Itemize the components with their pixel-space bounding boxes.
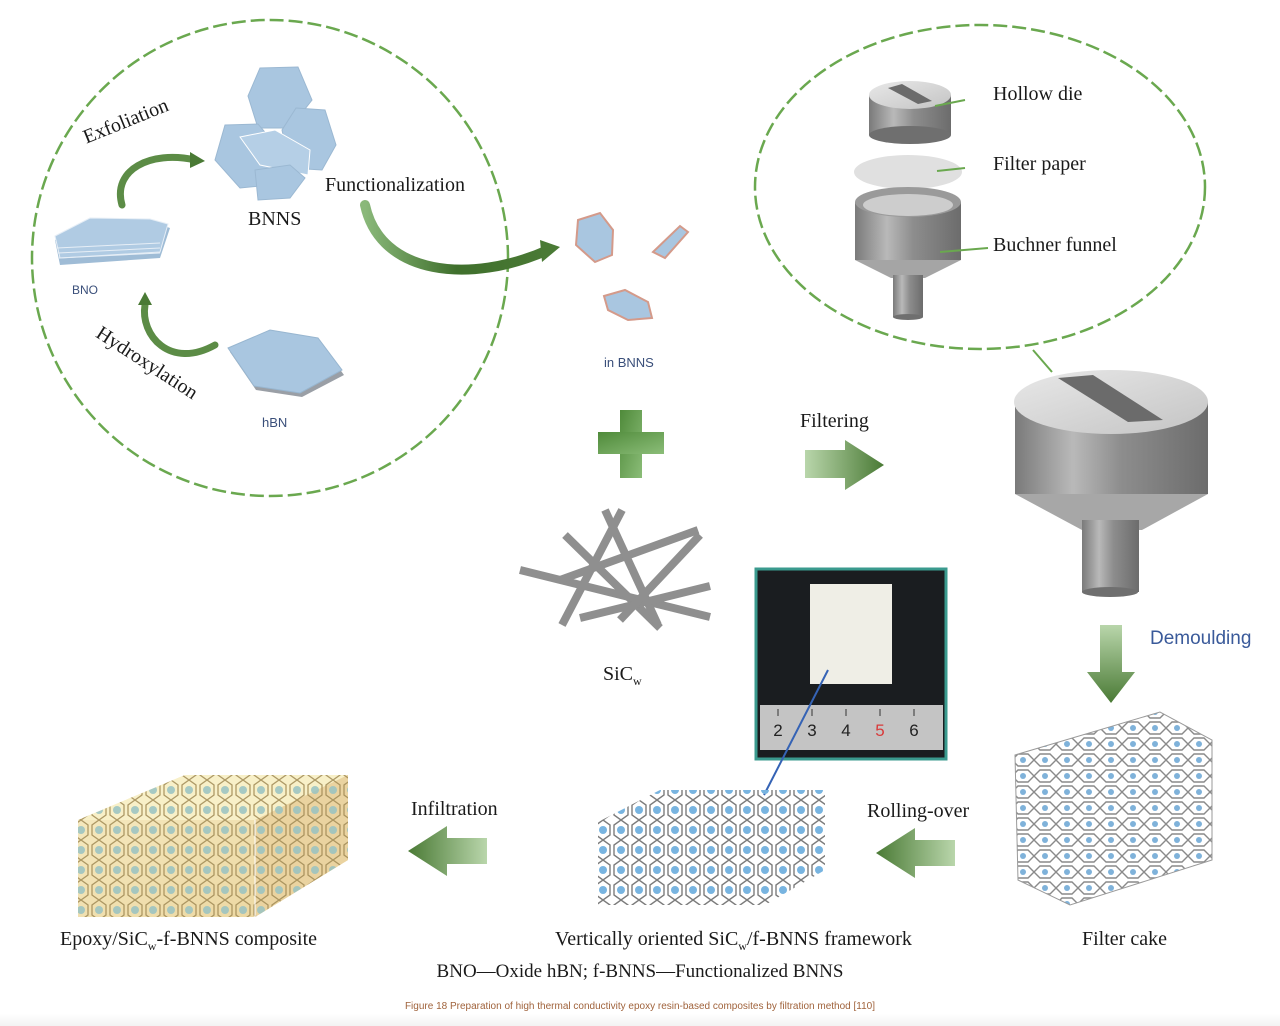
demoulding-label: Demoulding: [1150, 628, 1252, 649]
hollow-die-label: Hollow die: [993, 83, 1083, 105]
filter-cake-label: Filter cake: [1082, 928, 1167, 950]
sic-whisker-label: SiCw: [603, 663, 642, 689]
photo-pointer-line: [763, 669, 829, 796]
infiltration-label: Infiltration: [411, 798, 498, 820]
filtering-label: Filtering: [800, 410, 869, 432]
sic-label-sub: w: [633, 674, 642, 688]
functionalization-label: Functionalization: [325, 174, 465, 196]
hbn-sheet-icon: [227, 329, 344, 397]
ruler-tick-label: 4: [841, 721, 850, 740]
f-bnns-sheets-icon: [574, 211, 690, 322]
sic-whiskers-icon: [519, 508, 711, 631]
connector-line: [1032, 349, 1053, 373]
buchner-funnel-label: Buchner funnel: [993, 234, 1117, 256]
hydroxylation-arrow-icon: [140, 301, 219, 358]
filter-paper-label: Filter paper: [993, 153, 1086, 175]
framework-label-pre: Vertically oriented SiC: [555, 928, 739, 950]
bottom-band: [0, 1014, 1280, 1026]
filter-paper-icon: [854, 155, 962, 189]
bnns-label: BNNS: [248, 208, 302, 230]
apparatus-circle: [753, 23, 1207, 351]
ruler-ticks: 2 3 4 5 6: [773, 709, 919, 740]
sample-photo: [754, 567, 948, 761]
framework-label-sub: w: [738, 939, 747, 953]
abbreviation-footnote: BNO—Oxide hBN; f-BNNS—Functionalized BNN…: [436, 961, 844, 982]
ruler-tick-label: 3: [807, 721, 816, 740]
bno-label: BNO: [72, 283, 99, 297]
bno-stack-icon: [54, 217, 170, 265]
leader-line: [934, 99, 966, 107]
filtering-arrow-icon: [805, 440, 884, 490]
hbn-label: hBN: [262, 415, 288, 430]
ruler-tick-label: 2: [773, 721, 782, 740]
plus-icon: [598, 410, 664, 478]
figure-caption: Figure 18 Preparation of high thermal co…: [404, 1001, 876, 1012]
bnns-sheets-icon: [214, 66, 337, 201]
leader-line: [936, 167, 966, 172]
framework-icon: [598, 790, 825, 905]
epoxy-composite-icon: [78, 775, 348, 917]
sic-label-main: SiC: [603, 663, 634, 685]
composite-label-post: -f-BNNS composite: [156, 928, 318, 950]
demoulding-arrow-icon: [1087, 625, 1135, 703]
framework-label: Vertically oriented SiCw/f-BNNS framewor…: [555, 928, 912, 954]
assembled-funnel-icon: [1014, 370, 1208, 597]
rolling-over-label: Rolling-over: [867, 800, 970, 822]
filter-cake-icon: [1014, 711, 1213, 906]
composite-label-pre: Epoxy/SiC: [60, 928, 148, 950]
infiltration-arrow-icon: [408, 826, 487, 876]
rolling-over-arrow-icon: [876, 828, 955, 878]
composite-label: Epoxy/SiCw-f-BNNS composite: [60, 928, 317, 954]
exfoliation-arrow-icon: [116, 153, 199, 209]
composite-label-sub: w: [147, 939, 157, 953]
f-bnns-label: in BNNS: [604, 355, 654, 370]
leader-line: [939, 247, 989, 253]
functionalization-arrow-icon: [360, 200, 553, 275]
ruler-tick-label: 5: [875, 721, 884, 740]
ruler-tick-label: 6: [909, 721, 918, 740]
framework-label-post: /f-BNNS framework: [746, 928, 912, 950]
hollow-die-icon: [869, 81, 951, 144]
buchner-funnel-icon: [855, 187, 961, 320]
left-process-circle: [30, 18, 510, 498]
